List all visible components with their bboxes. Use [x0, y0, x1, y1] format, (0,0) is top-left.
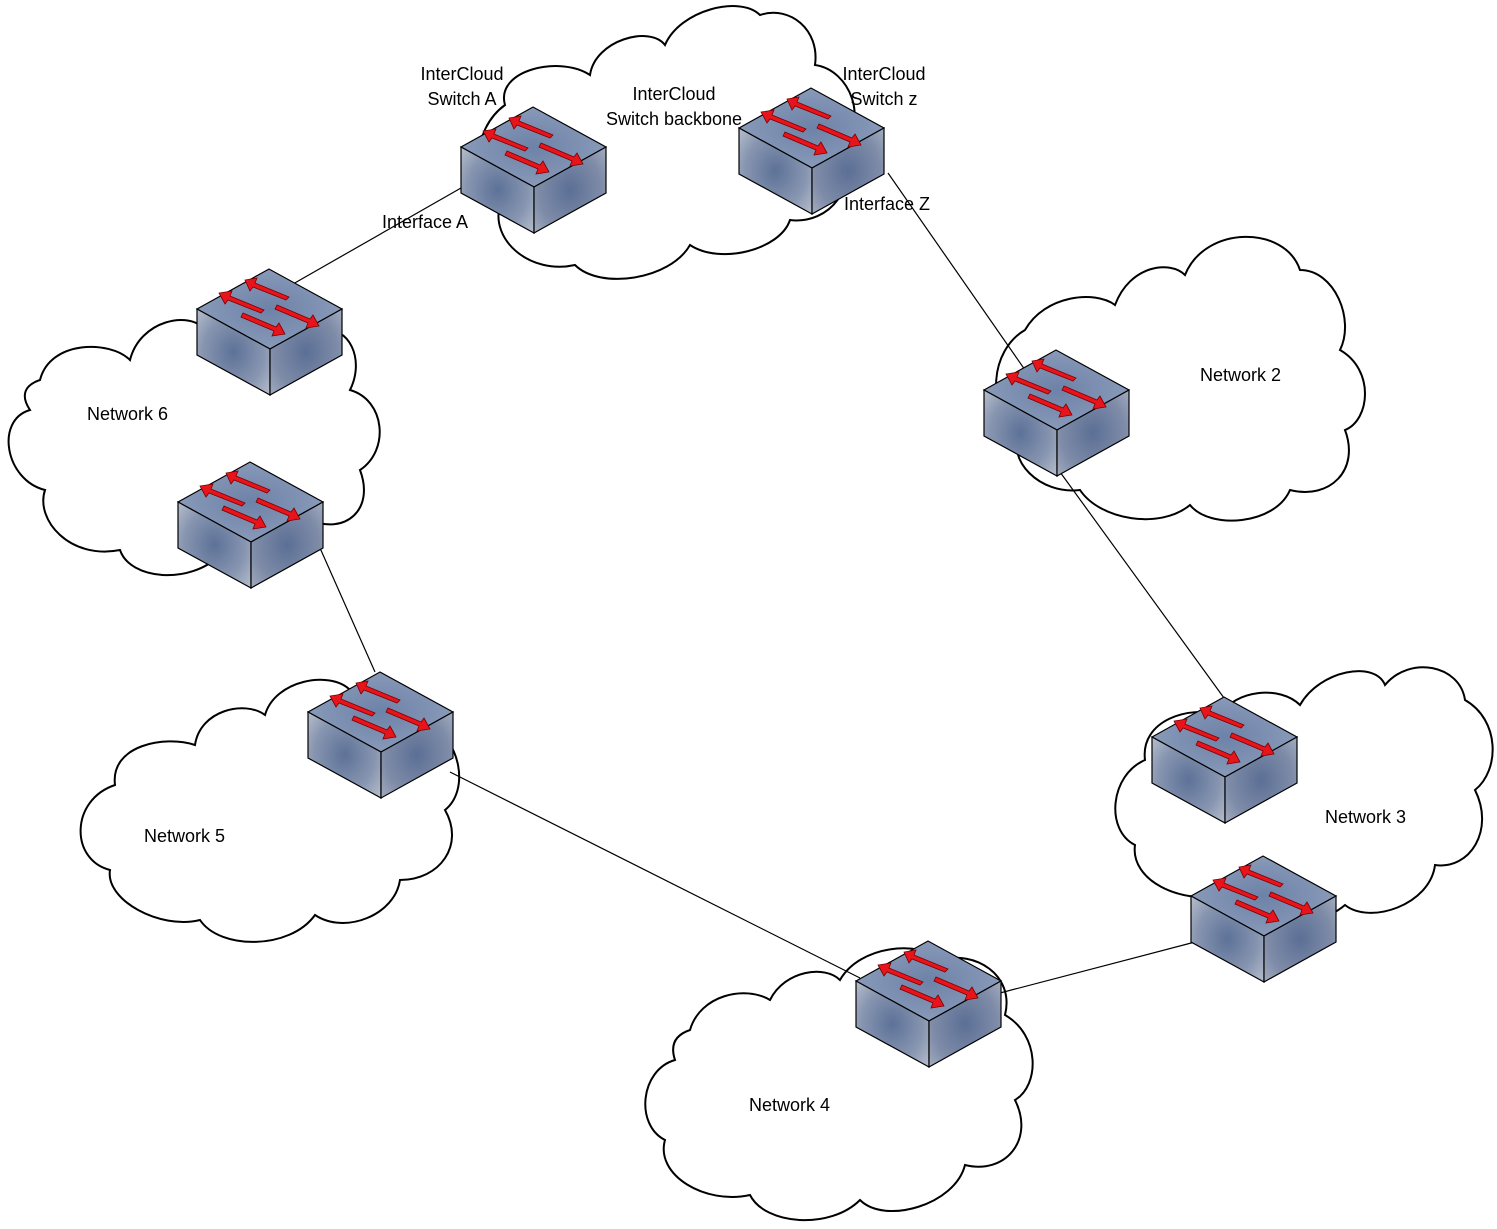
label-switch-z: InterCloud Switch z — [842, 64, 926, 109]
link-network-4-network-3 — [999, 941, 1196, 994]
label-switch-a: InterCloud Switch A — [420, 64, 504, 109]
link-interface-z-network-2 — [887, 172, 1033, 381]
label-backbone: InterCloud Switch backbone — [605, 84, 743, 129]
label-network-2: Network 2 — [1200, 365, 1282, 385]
label-interface-a: Interface A — [382, 212, 469, 232]
link-network-2-network-3 — [1059, 471, 1241, 721]
link-interface-a-network-6 — [271, 179, 476, 297]
label-interface-z: Interface Z — [844, 194, 931, 214]
link-network-5-network-4 — [449, 771, 861, 979]
label-network-5: Network 5 — [144, 826, 226, 846]
link-network-6-network-5 — [319, 547, 376, 673]
label-network-3: Network 3 — [1325, 807, 1407, 827]
label-network-6: Network 6 — [87, 404, 169, 424]
label-network-4: Network 4 — [749, 1095, 831, 1115]
